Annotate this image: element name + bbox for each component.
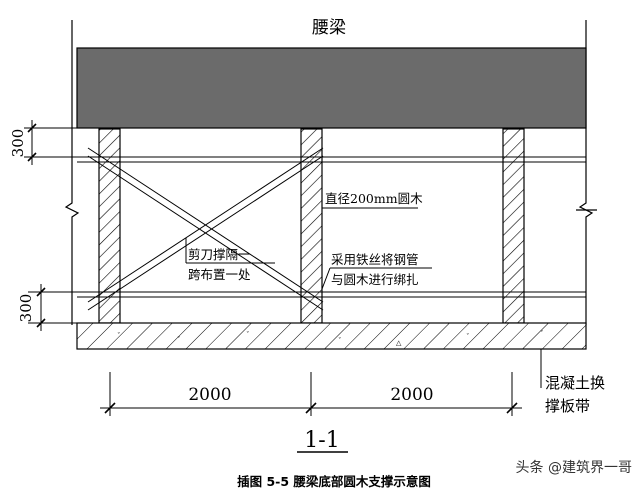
svg-text:ˇ: ˇ xyxy=(466,333,470,341)
label-log-diameter: 直径200mm圆木 xyxy=(325,191,423,206)
label-brace-line2: 跨布置一处 xyxy=(188,267,251,282)
svg-text:△: △ xyxy=(396,339,402,347)
svg-text:ˇ: ˇ xyxy=(177,336,181,344)
beam-label: 腰梁 xyxy=(312,18,346,38)
waist-beam xyxy=(76,47,587,129)
label-brace-line1: 剪刀撑隔一 xyxy=(188,247,251,262)
log-post-right xyxy=(502,128,525,324)
svg-text:ˇ: ˇ xyxy=(540,330,544,338)
log-post-left xyxy=(98,128,121,324)
svg-text:ˇ: ˇ xyxy=(246,331,250,339)
dimension-top-value: 300 xyxy=(9,129,27,158)
concrete-slab xyxy=(76,322,587,350)
leader-wire-note xyxy=(321,267,432,290)
label-concrete-line2: 撑板带 xyxy=(545,397,590,415)
span-left-value: 2000 xyxy=(188,385,231,405)
dimension-bottom-300 xyxy=(28,284,97,331)
dimension-bottom-value: 300 xyxy=(17,294,35,323)
scissor-brace xyxy=(87,147,324,311)
steel-tubes xyxy=(77,156,586,298)
svg-text:ˇ: ˇ xyxy=(117,332,121,340)
dimension-top-300 xyxy=(24,120,97,165)
span-right-value: 2000 xyxy=(390,385,433,405)
label-wire-line1: 采用铁丝将钢管 xyxy=(331,252,419,267)
figure-caption: 插图 5-5 腰梁底部圆木支撑示意图 xyxy=(237,474,431,489)
watermark: 头条 @建筑界一哥 xyxy=(516,459,632,476)
leader-brace-note xyxy=(185,238,275,264)
label-wire-line2: 与圆木进行绑扎 xyxy=(331,272,419,287)
svg-text:ˇ: ˇ xyxy=(338,337,342,345)
span-dimension-line xyxy=(100,372,522,416)
label-concrete-line1: 混凝土换 xyxy=(545,374,605,392)
section-mark: 1-1 xyxy=(304,428,339,453)
slab-aggregate-marks: ˇ ˇ ˇ ˇ △ ˇ ˇ xyxy=(117,330,544,347)
log-posts xyxy=(98,128,525,324)
